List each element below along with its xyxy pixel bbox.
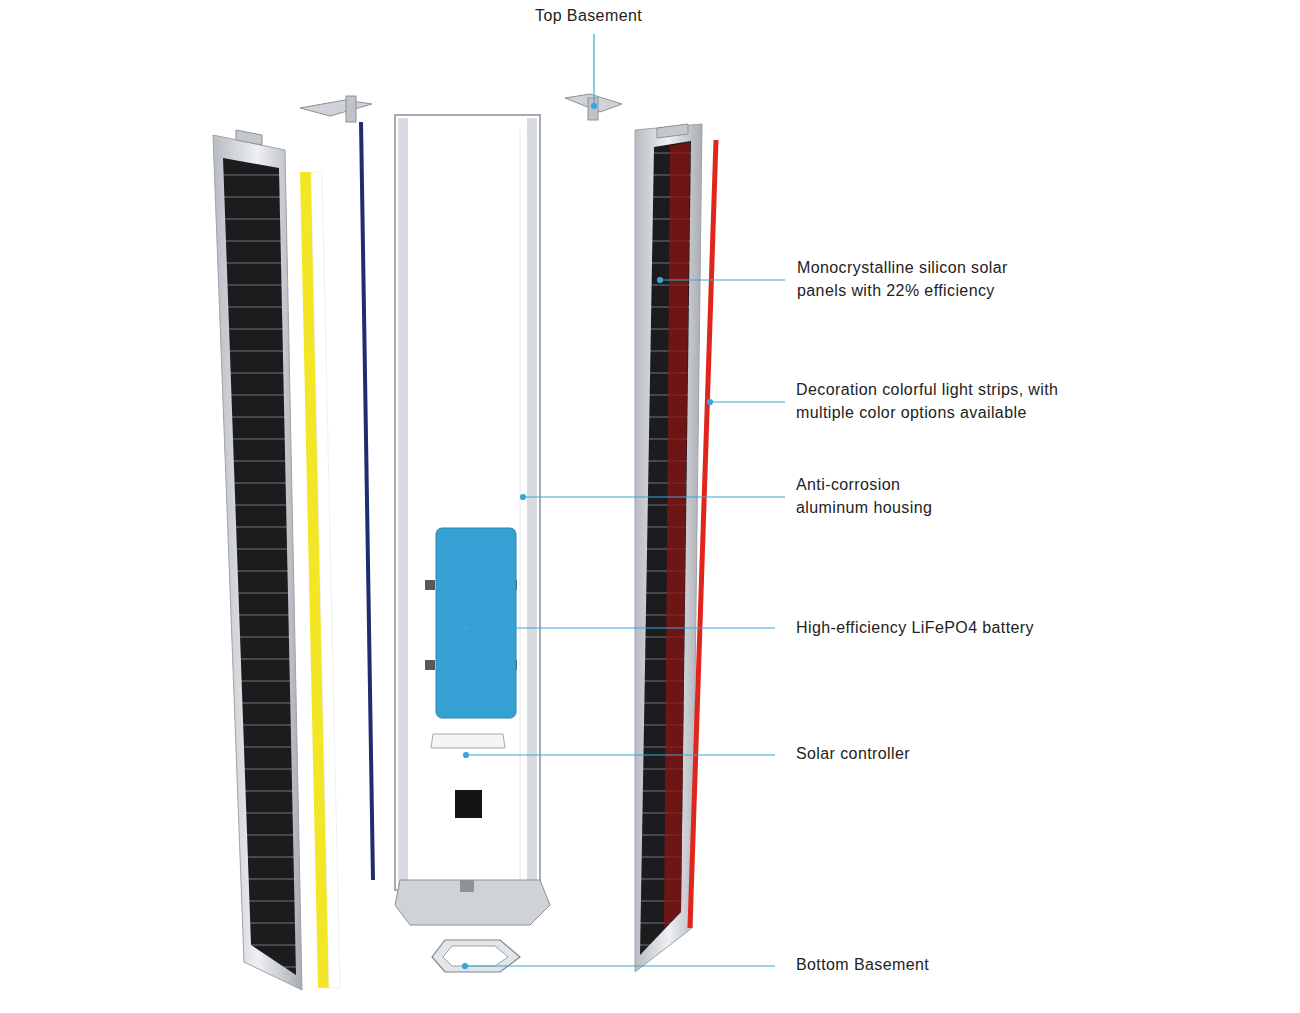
solar-panel-frame [213,135,302,990]
solar-cells [640,141,691,955]
leader-dot [658,278,663,283]
callout-label: Anti-corrosion aluminum housing [796,473,948,519]
bottom-basement [432,940,520,972]
leader-line [465,965,775,966]
leader-dot [464,753,469,758]
battery-clip [425,580,435,590]
leader-line [593,34,594,106]
top-basement-tab [346,96,356,122]
leader-dot [521,495,526,500]
leader-dot [463,964,468,969]
callout-label: High-efficiency LiFePO4 battery [796,616,1096,639]
battery-clip [425,660,435,670]
aluminum-housing [395,115,540,890]
light-strip [690,140,716,928]
callout-label: Monocrystalline silicon solar panels wit… [797,256,1059,302]
light-strip [361,122,373,880]
light-strip-cover [311,172,340,988]
housing-rail [527,118,537,888]
leader-dot [464,626,469,631]
leader-line [466,754,775,755]
panel-clip [236,130,262,145]
top-basement-tab [588,98,598,120]
housing-rail [398,118,408,888]
leader-line [466,627,775,628]
callout-label: Solar controller [796,742,1096,765]
housing-edge [520,130,521,880]
callout-label: Decoration colorful light strips, with m… [796,378,1108,424]
panel-clip [657,124,688,138]
leader-line [523,496,785,497]
leader-dot [592,104,597,109]
top-basement [300,100,372,116]
callout-label: Bottom Basement [796,953,1096,976]
switch [455,790,482,818]
bottom-basement-inner [443,946,508,966]
leader-dot [708,400,713,405]
lifepo4-battery [436,528,516,718]
leader-line [710,401,785,402]
base-bolt [460,880,474,892]
solar-controller [431,734,505,748]
housing-base [395,880,550,925]
callout-label: Top Basement [535,4,675,27]
leader-line [660,279,785,280]
red-strip-reflection [664,142,690,928]
solar-cells [223,158,296,975]
